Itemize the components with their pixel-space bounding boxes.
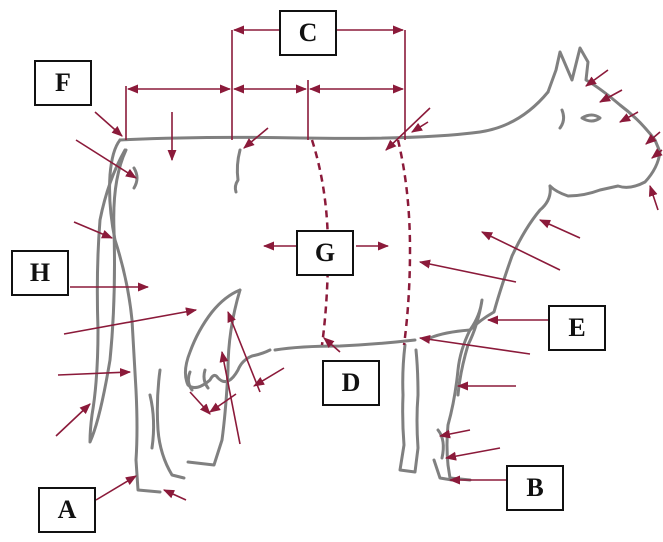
cow-outline-icon — [88, 46, 662, 494]
arrows — [55, 25, 663, 501]
front-leg-2 — [398, 343, 420, 474]
label-f: F — [34, 60, 92, 106]
knee-line — [436, 428, 445, 460]
chest-line — [428, 328, 472, 340]
dimension-lines — [125, 25, 406, 140]
label-g: G — [296, 230, 354, 276]
hind-leg-inner — [155, 368, 186, 480]
label-a: A — [38, 487, 96, 533]
hind-leg-rear — [108, 138, 162, 494]
belly-line — [273, 338, 417, 352]
front-leg-inner — [456, 298, 484, 397]
front-hoof — [432, 458, 454, 482]
tail — [88, 148, 128, 444]
label-b: B — [506, 465, 564, 511]
teat-2 — [202, 368, 210, 390]
label-d: D — [322, 360, 380, 406]
hock — [148, 393, 156, 450]
back-line — [118, 90, 550, 142]
neck-line — [468, 184, 552, 332]
label-e: E — [548, 305, 606, 351]
head-outline — [546, 46, 662, 198]
label-c: C — [279, 10, 337, 56]
teat-1 — [186, 370, 194, 392]
ear-line — [558, 108, 566, 130]
eye-outline — [580, 113, 602, 123]
girth-line-2 — [396, 139, 412, 346]
label-h: H — [11, 250, 69, 296]
rib-mark — [233, 148, 242, 194]
